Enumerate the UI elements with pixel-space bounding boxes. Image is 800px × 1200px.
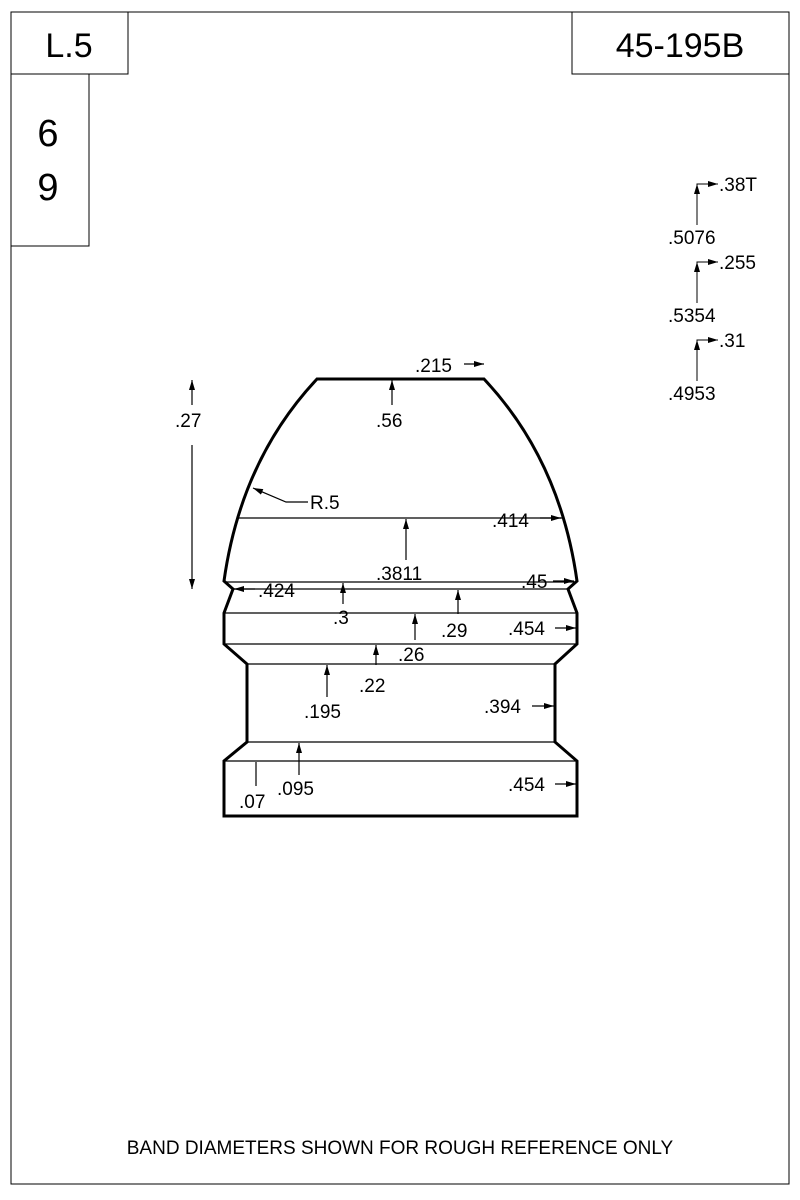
dim-radius: R.5 <box>310 493 340 514</box>
dim-454-bottom: .454 <box>508 775 545 796</box>
side-line-2: 9 <box>37 167 58 209</box>
groove-spec-1 <box>694 181 718 225</box>
dim-414: .414 <box>492 511 529 532</box>
groove-spec-3-top: .31 <box>719 331 745 352</box>
groove-spec-2-bottom: .5354 <box>668 306 716 327</box>
part-number: 45-195B <box>616 27 745 65</box>
side-line-1: 6 <box>37 113 58 155</box>
dim-overall: .27 <box>175 411 201 432</box>
groove-spec-3-bottom: .4953 <box>668 384 716 405</box>
dim-3811: .3811 <box>376 564 422 585</box>
dim-29: .29 <box>441 621 467 642</box>
dim-07: .07 <box>239 792 265 813</box>
dim-394: .394 <box>484 697 521 718</box>
dim-22: .22 <box>359 676 385 697</box>
groove-spec-2 <box>694 259 718 303</box>
dim-454-top: .454 <box>508 619 545 640</box>
groove-spec-2-top: .255 <box>719 253 756 274</box>
right-label-box <box>571 11 790 75</box>
dimension-arrows <box>189 361 576 787</box>
dim-nose-length: .56 <box>376 411 402 432</box>
dim-45: .45 <box>521 572 547 593</box>
dim-424: .424 <box>258 581 295 602</box>
dim-195: .195 <box>304 702 341 723</box>
band-lines <box>225 517 576 762</box>
side-label-box <box>10 73 90 247</box>
dim-3: .3 <box>333 608 349 629</box>
groove-spec-1-top: .38T <box>719 175 757 196</box>
footer-note: BAND DIAMETERS SHOWN FOR ROUGH REFERENCE… <box>127 1138 674 1159</box>
left-label: L.5 <box>45 27 92 65</box>
dim-meplat: .215 <box>415 356 452 377</box>
groove-spec-3 <box>694 337 718 381</box>
dim-26: .26 <box>398 645 424 666</box>
bullet-profile <box>222 377 579 818</box>
groove-spec-1-bottom: .5076 <box>668 228 716 249</box>
drawing-border <box>10 11 790 1185</box>
dim-095: .095 <box>277 779 314 800</box>
